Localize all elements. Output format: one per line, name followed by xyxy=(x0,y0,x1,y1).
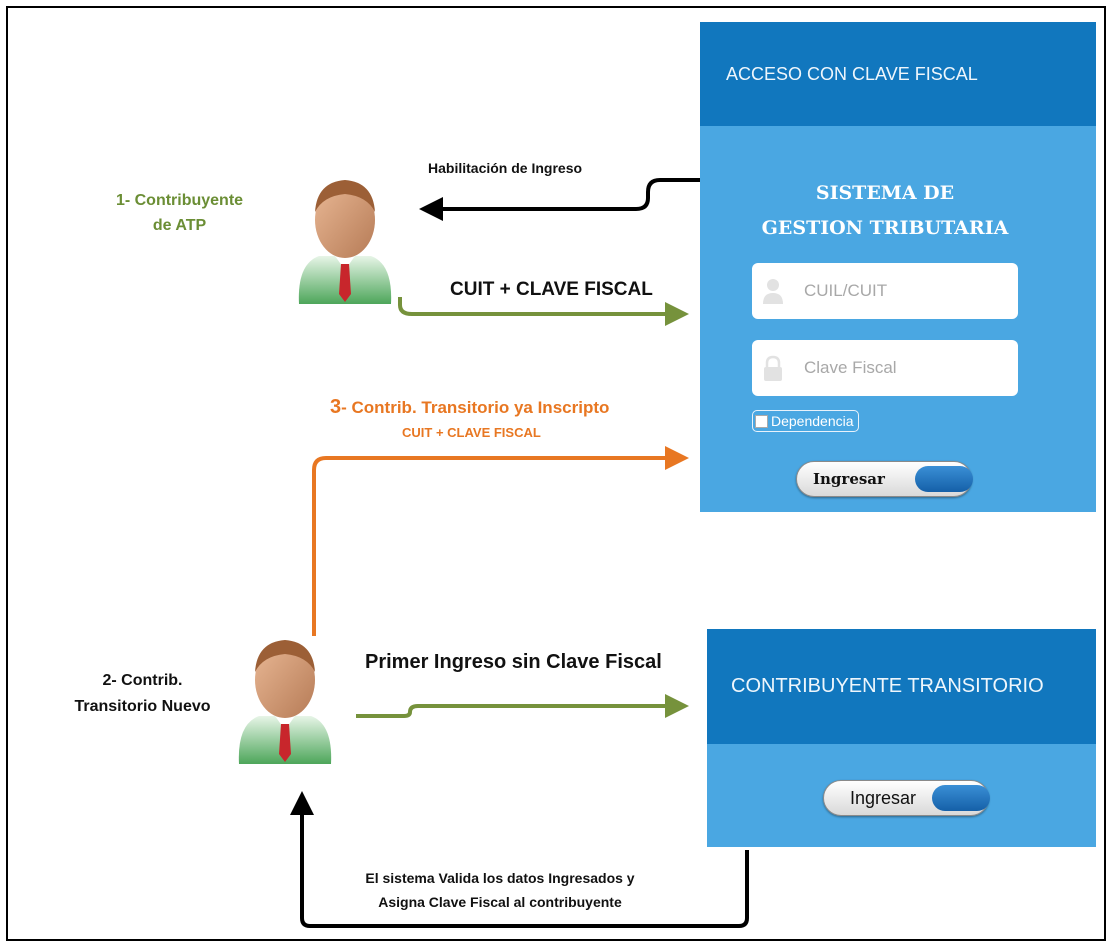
ingresar-button-label: Ingresar xyxy=(813,470,885,488)
inscripto-cuit-label: CUIT + CLAVE FISCAL xyxy=(402,425,541,440)
primer-ingreso-label: Primer Ingreso sin Clave Fiscal xyxy=(365,651,662,673)
user-avatar-icon xyxy=(238,640,332,764)
dependencia-checkbox[interactable]: Dependencia xyxy=(752,410,859,432)
button-accent xyxy=(932,785,990,811)
transitorio-ingresar-button[interactable]: Ingresar xyxy=(823,780,990,816)
transitorio-ingresar-label: Ingresar xyxy=(850,788,917,808)
login-panel: ACCESO CON CLAVE FISCAL SISTEMA DE GESTI… xyxy=(700,22,1096,512)
clave-fiscal-placeholder: Clave Fiscal xyxy=(804,358,897,377)
transitorio-panel-header: CONTRIBUYENTE TRANSITORIO xyxy=(707,629,1096,744)
habilitacion-arrow xyxy=(419,178,703,221)
valida-arrow xyxy=(290,791,749,928)
user-avatar-icon xyxy=(298,180,392,304)
ingresar-button[interactable]: Ingresar xyxy=(796,461,973,497)
button-accent xyxy=(915,466,973,492)
habilitacion-label: Habilitación de Ingreso xyxy=(428,160,583,176)
cuil-cuit-placeholder: CUIL/CUIT xyxy=(804,281,888,300)
valida-label: El sistema Valida los datos Ingresados y… xyxy=(365,870,635,910)
transitorio-panel: CONTRIBUYENTE TRANSITORIO Ingresar xyxy=(707,629,1096,847)
actor-contribuyente-atp-label: 1- Contribuyente de ATP xyxy=(115,192,244,234)
actor-transitorio-nuevo-label: 2- Contrib. Transitorio Nuevo xyxy=(74,672,211,715)
cuit-clave-arrow xyxy=(398,297,689,326)
lock-icon xyxy=(764,355,782,381)
dependencia-label: Dependencia xyxy=(771,413,854,429)
clave-fiscal-input[interactable]: Clave Fiscal xyxy=(752,340,1018,396)
cuit-clave-label: CUIT + CLAVE FISCAL xyxy=(450,279,653,300)
inscripto-arrow xyxy=(312,446,689,636)
login-panel-header: ACCESO CON CLAVE FISCAL xyxy=(700,22,1096,126)
person-icon xyxy=(763,279,783,304)
system-title-line1: SISTEMA DE xyxy=(815,182,955,204)
primer-ingreso-arrow xyxy=(356,694,689,718)
checkbox-box[interactable] xyxy=(755,414,768,428)
system-title-line2: GESTION TRIBUTARIA xyxy=(761,217,1009,239)
inscripto-label: 3- Contrib. Transitorio ya Inscripto xyxy=(330,396,610,418)
cuil-cuit-input[interactable]: CUIL/CUIT xyxy=(752,263,1018,319)
